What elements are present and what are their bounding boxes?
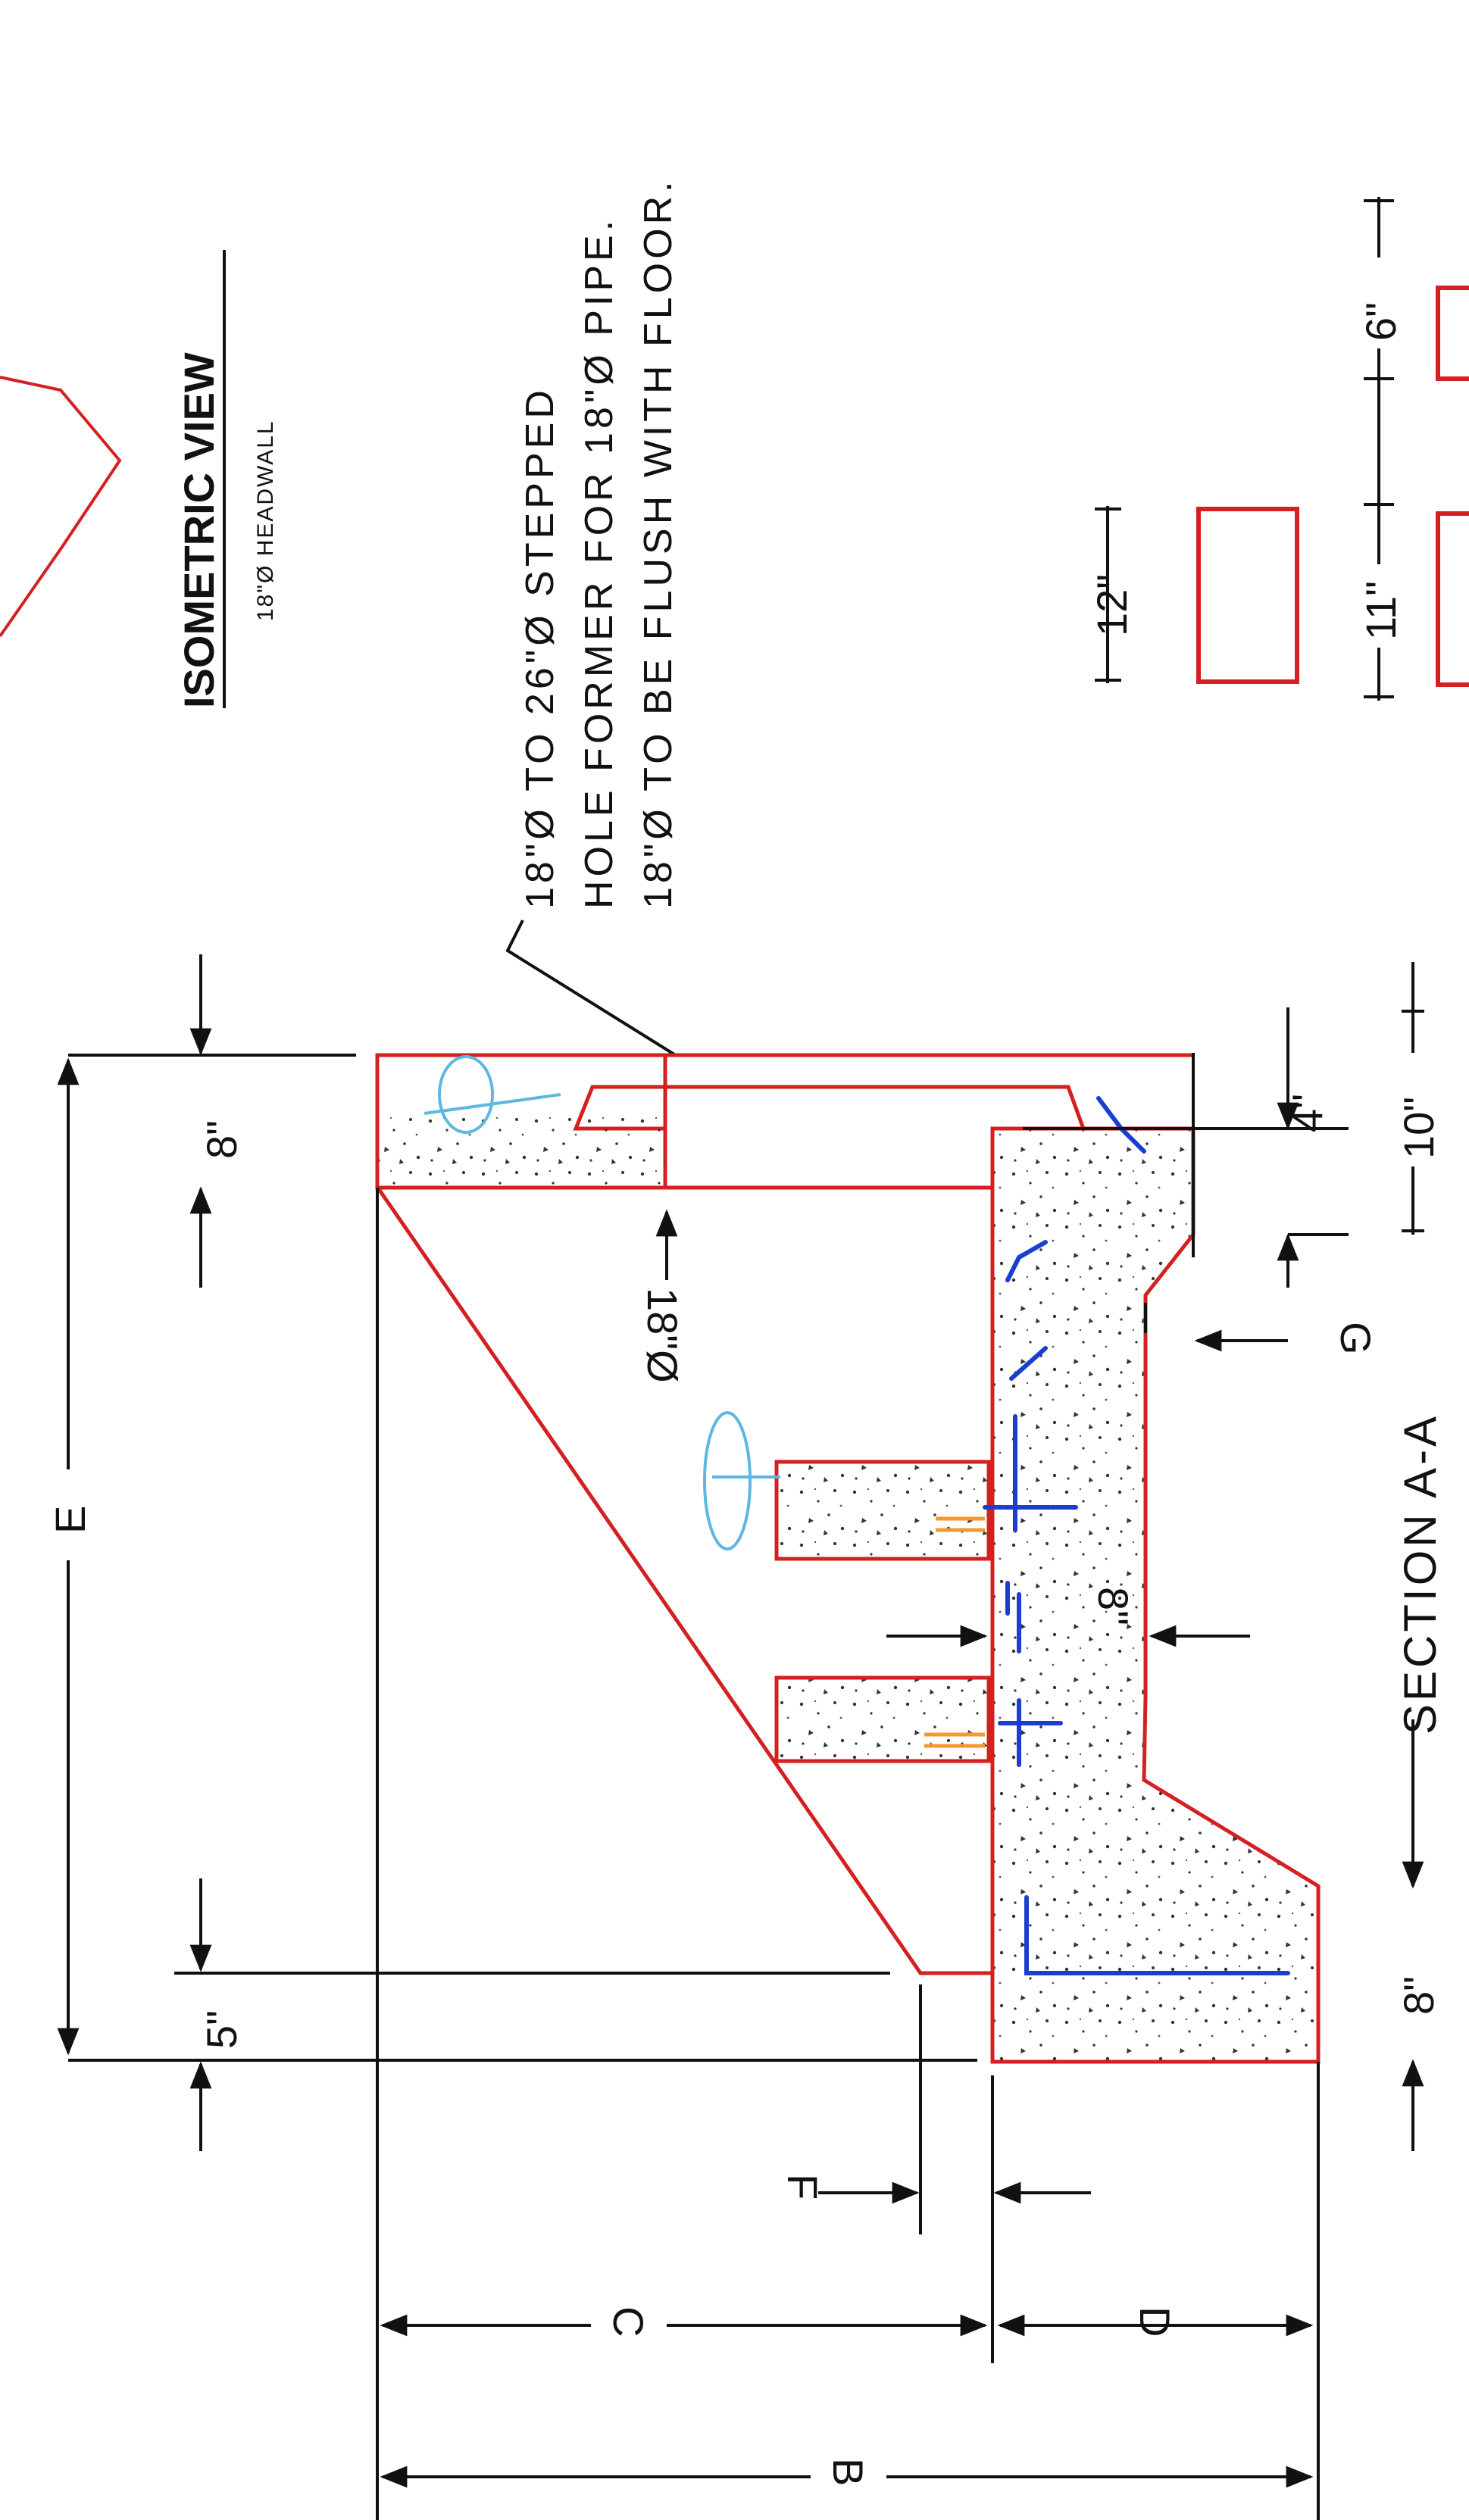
upstand-wall-1	[774, 1460, 991, 1561]
dim-bottom-5: 5"	[198, 2010, 245, 2049]
isometric-fragment	[0, 376, 122, 638]
base-slab	[990, 1126, 1321, 2064]
dowels	[924, 1516, 985, 1748]
detail-box-12	[1196, 507, 1299, 684]
dim-pipe-dia: 18"Ø	[639, 1288, 686, 1383]
rebar	[983, 1096, 1290, 1975]
dimension-labels: 8" E 5" 18"Ø 8" 4" 10" G 8" F C D B	[46, 1094, 1442, 2486]
dim-curb-4: 4"	[1283, 1094, 1331, 1132]
callout-note-line3: 18"Ø TO BE FLUSH WITH FLOOR.	[636, 177, 680, 909]
dim-G: G	[1332, 1322, 1380, 1355]
callout-note-line2: HOLE FORMER FOR 18"Ø PIPE.	[577, 217, 621, 909]
dim-top-wall-8: 8"	[198, 1120, 245, 1159]
dim-F: F	[779, 2174, 827, 2200]
section-title: SECTION A-A	[1395, 1413, 1446, 1735]
callout-note-line1: 18"Ø TO 26"Ø STEPPED	[518, 386, 562, 909]
callout-note: 18"Ø TO 26"Ø STEPPED HOLE FORMER FOR 18"…	[505, 177, 680, 1056]
isometric-subtitle: 18"Ø HEADWALL	[253, 420, 278, 621]
wing-wall	[375, 1185, 992, 1975]
callout-leader	[505, 920, 676, 1056]
detail-dim-11: 11"	[1357, 581, 1405, 640]
detail-box-6	[1436, 286, 1469, 381]
dim-toe-8: 8"	[1395, 1976, 1442, 2015]
dim-E: E	[46, 1506, 94, 1534]
dim-C: C	[605, 2306, 652, 2337]
isometric-title-block: ISOMETRIC VIEW 18"Ø HEADWALL	[175, 250, 278, 708]
dim-floor-8: 8"	[1089, 1587, 1137, 1625]
detail-box-11	[1436, 511, 1469, 687]
dim-D: D	[1131, 2306, 1179, 2337]
detail-dim-12: 12"	[1088, 574, 1136, 636]
lifting-anchors	[424, 1055, 780, 1550]
detail-boxes: 12" 11" 6"	[1088, 197, 1469, 701]
isometric-title: ISOMETRIC VIEW	[175, 352, 223, 708]
dim-curb-10: 10"	[1395, 1097, 1442, 1159]
detail-dim-6: 6"	[1357, 302, 1405, 341]
top-wall-fill	[379, 1113, 665, 1186]
upstand-wall-2	[774, 1675, 991, 1763]
dim-B: B	[824, 2458, 872, 2486]
